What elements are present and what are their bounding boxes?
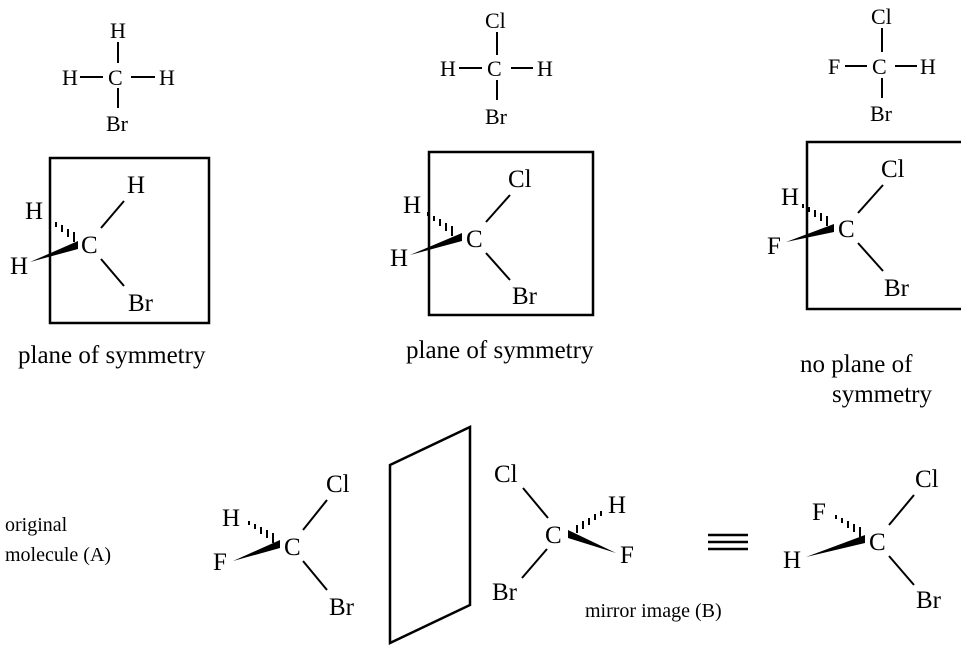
s2-bottom-atom: Br [485,104,508,129]
a-bond-down [302,560,328,591]
a-wedge-atom: F [213,549,227,576]
wedge-structure-1: H H H C Br [10,156,211,325]
w1-wedge-atom: H [10,253,28,280]
w3-up-atom: Cl [881,156,905,183]
s3-center-atom: C [872,54,887,79]
c-dash-bond [835,515,861,537]
a-bond-up [302,499,328,531]
w3-wedge-atom: F [767,233,781,260]
caption-3-line2: symmetry [832,381,932,408]
c-dash-atom: F [812,499,826,526]
c-up-atom: Cl [915,466,939,493]
a-up-atom: Cl [326,471,350,498]
b-wedge-atom: F [620,542,634,569]
a-center-atom: C [284,534,301,561]
w2-center-atom: C [466,226,483,253]
original-label-line2: molecule (A) [5,544,111,566]
molecule-c: Cl F H C Br [783,466,942,614]
c-bond-up [888,494,915,526]
caption-1: plane of symmetry [18,342,206,369]
mirror-image-label: mirror image (B) [585,600,722,622]
w3-dash-atom: H [781,184,799,211]
structure-3: Cl F C H Br [828,4,936,126]
s1-center-atom: C [108,65,123,90]
s3-bottom-atom: Br [870,101,893,126]
molecule-a: Cl H F C Br [213,471,355,621]
w1-wedge-bond [30,241,78,262]
molecule-b: Cl Br C H F [492,461,634,606]
w2-bond-down [485,252,511,281]
c-down-atom: Br [916,587,942,614]
s2-center-atom: C [487,56,502,81]
c-wedge-bond [806,535,865,557]
wedge-structure-2: Cl H H C Br [390,150,595,317]
w3-dash-bond [802,204,828,226]
w1-up-atom: H [127,172,145,199]
c-wedge-atom: H [783,547,801,574]
b-up-atom: Cl [494,461,518,488]
w2-dash-bond [427,212,453,236]
b-center-atom: C [545,522,562,549]
w1-bond-up [100,200,125,229]
w3-center-atom: C [838,216,855,243]
w3-wedge-bond [786,224,834,242]
s3-top-atom: Cl [871,4,892,29]
w2-down-atom: Br [512,283,538,310]
s2-right-atom: H [537,56,553,81]
c-center-atom: C [869,529,886,556]
w2-wedge-atom: H [390,245,408,272]
box-2 [427,150,595,317]
w3-down-atom: Br [884,275,910,302]
w2-dash-atom: H [403,192,421,219]
s2-top-atom: Cl [485,8,506,33]
b-down-atom: Br [492,579,518,606]
original-label-line1: original [5,514,68,536]
w2-up-atom: Cl [508,166,532,193]
box-3 [805,140,961,311]
w2-bond-up [485,194,511,223]
structure-2: Cl H C H Br [440,8,553,129]
w1-bond-down [100,258,125,287]
a-dash-atom: H [222,505,240,532]
equivalence-symbol: ≡ [708,533,748,551]
box-1 [48,156,211,325]
w1-dash-atom: H [25,198,43,225]
s1-right-atom: H [159,65,175,90]
s2-left-atom: H [440,56,456,81]
w1-down-atom: Br [128,290,154,317]
b-bond-up [522,487,549,519]
b-bond-down [521,548,548,579]
s3-left-atom: F [828,54,840,79]
wedge-structure-3: Cl H F C Br [767,140,961,311]
a-down-atom: Br [329,594,355,621]
structure-1: H H C H Br [62,18,175,136]
a-dash-bond [248,521,274,543]
a-wedge-bond [233,540,280,561]
b-wedge-bond [568,530,616,553]
s1-left-atom: H [62,65,78,90]
c-bond-down [888,555,915,586]
b-dash-atom: H [608,492,626,519]
w1-center-atom: C [81,232,98,259]
s1-top-atom: H [110,18,126,43]
w3-bond-up [857,184,884,214]
caption-3-line1: no plane of [800,351,913,378]
w2-wedge-bond [410,233,462,255]
w3-bond-down [857,242,884,272]
s1-bottom-atom: Br [106,111,129,136]
b-dash-bond [576,511,602,533]
caption-2: plane of symmetry [406,337,594,364]
w1-dash-bond [49,218,75,242]
mirror-plane [388,425,472,645]
s3-right-atom: H [920,54,936,79]
